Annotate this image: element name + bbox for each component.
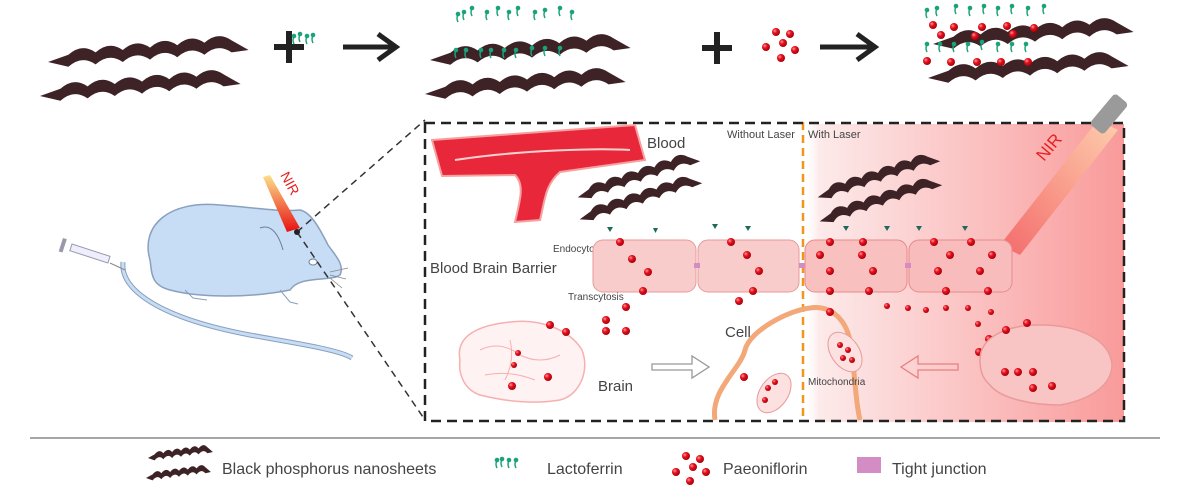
tight-junction xyxy=(905,263,911,268)
brain-left xyxy=(458,320,586,403)
nir-label-mouse: NIR xyxy=(277,169,302,198)
legend-lactoferrin-icon xyxy=(493,455,520,469)
mitochondria-label: Mitochondria xyxy=(808,377,866,388)
legend-paeoniflorin-icon xyxy=(672,452,710,485)
plus-icon-2 xyxy=(702,32,732,64)
blood-vessel xyxy=(430,123,647,224)
arrow-left-outline xyxy=(899,354,959,380)
legend-tight-junction-label: Tight junction xyxy=(892,461,987,478)
mouse-illustration xyxy=(120,203,354,361)
endocytosis-label: Endocytosis xyxy=(553,244,607,255)
without-laser-label: Without Laser xyxy=(727,129,795,141)
transcytosis-label: Transcytosis xyxy=(568,292,624,303)
mitochondria xyxy=(756,331,863,414)
laser-device-icon xyxy=(1000,94,1128,255)
brain-right xyxy=(979,319,1113,406)
legend-paeoniflorin-label: Paeoniflorin xyxy=(723,461,808,478)
lactoferrin-icon xyxy=(290,30,317,45)
blood-label: Blood xyxy=(647,135,685,152)
arrow-icon-1 xyxy=(343,31,401,63)
legend-black-phosphorus xyxy=(146,445,213,481)
brain-label: Brain xyxy=(598,378,633,395)
step-bp-lf-paeoniflorin xyxy=(923,2,1134,83)
zoom-lines xyxy=(294,119,426,421)
tight-junction xyxy=(799,263,805,268)
step-bp-lactoferrin xyxy=(425,4,631,99)
legend-bp-label: Black phosphorus nanosheets xyxy=(222,461,436,478)
with-laser-label: With Laser xyxy=(808,129,861,141)
legend-lactoferrin-label: Lactoferrin xyxy=(547,461,623,478)
cell-label: Cell xyxy=(725,324,751,341)
arrow-icon-2 xyxy=(820,31,880,63)
mouse-nir-beam xyxy=(263,175,300,232)
tight-junction xyxy=(694,263,700,268)
paeoniflorin-icon xyxy=(762,28,799,62)
step-bp-nanosheets xyxy=(40,36,249,101)
bbb-label: Blood Brain Barrier xyxy=(430,260,557,277)
syringe-icon xyxy=(58,238,126,271)
bbb-cells xyxy=(592,239,1013,293)
arrow-right-outline xyxy=(651,354,711,380)
plus-icon-1 xyxy=(274,31,304,63)
legend-tight-junction-swatch xyxy=(857,457,881,473)
